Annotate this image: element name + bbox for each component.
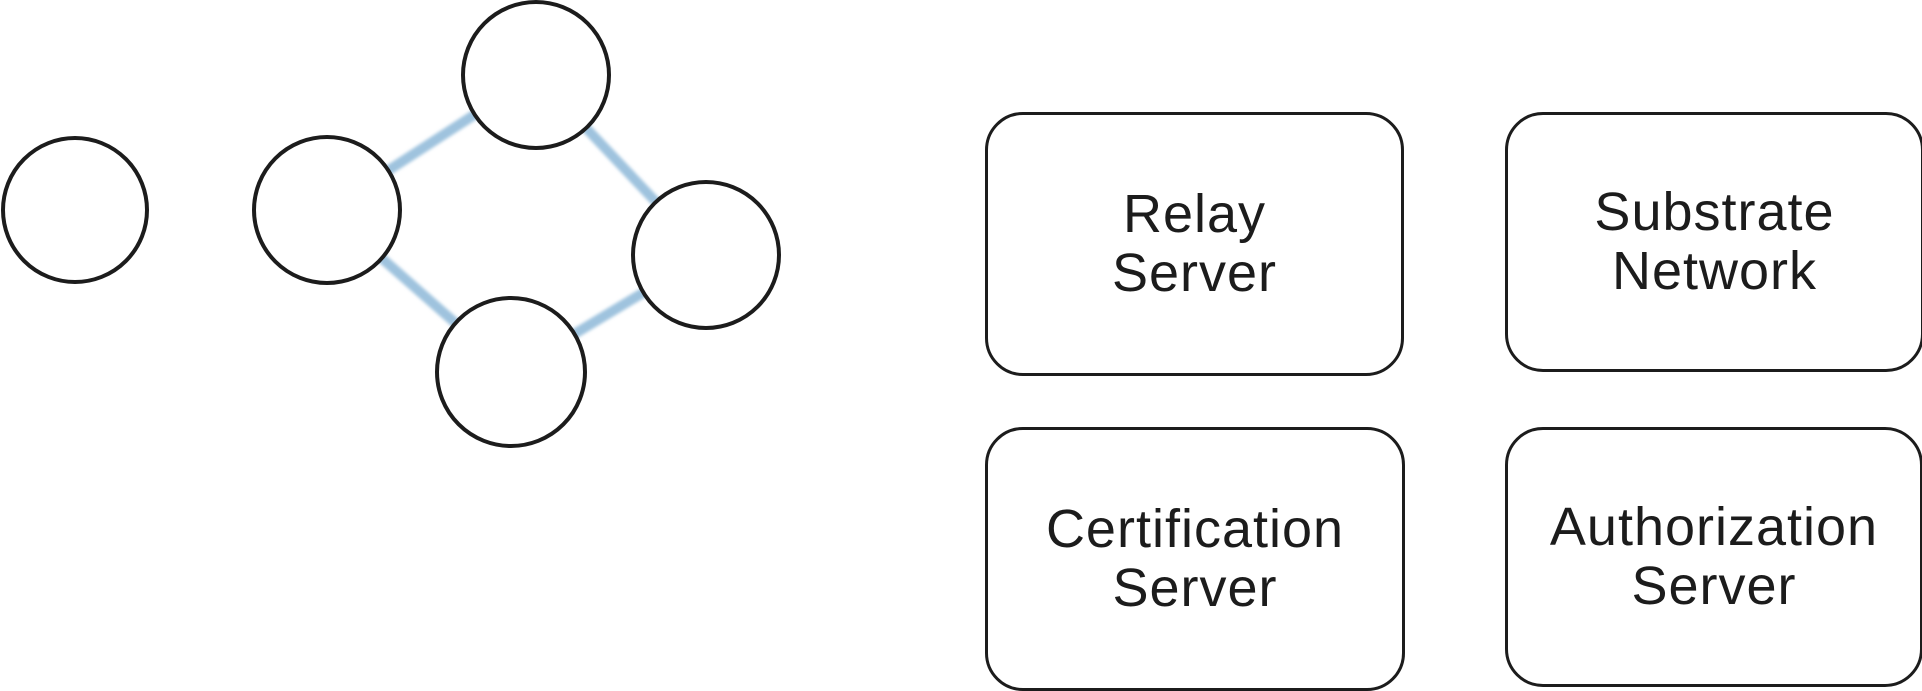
network-node (461, 0, 611, 150)
relay-server-label-line2: Server (1111, 243, 1278, 303)
authorization-server-box: Authorization Server (1505, 427, 1922, 687)
certification-server-label-line1: Certification (1045, 498, 1345, 559)
authorization-server-label-line2: Server (1631, 556, 1797, 616)
relay-server-box: Relay Server (985, 112, 1404, 376)
certification-server-box: Certification Server (985, 427, 1405, 691)
relay-server-label-line1: Relay (1122, 183, 1267, 244)
network-node (631, 180, 781, 330)
network-node (252, 135, 402, 285)
substrate-network-label-line1: Substrate (1594, 181, 1835, 242)
authorization-server-label-line1: Authorization (1549, 496, 1879, 557)
substrate-network-label-line2: Network (1611, 241, 1818, 301)
certification-server-label-line2: Server (1112, 558, 1278, 618)
network-node (435, 296, 587, 448)
network-node (1, 136, 149, 284)
substrate-network-box: Substrate Network (1505, 112, 1922, 372)
